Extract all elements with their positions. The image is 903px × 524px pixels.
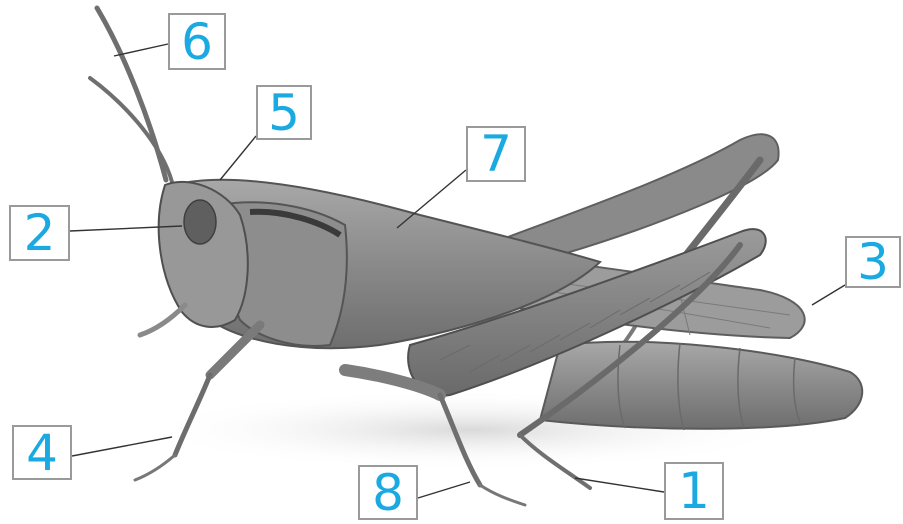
label-box-7: 7 (466, 126, 526, 182)
label-number-2: 2 (24, 208, 56, 258)
label-box-1: 1 (664, 462, 724, 520)
leader-line-3 (812, 285, 845, 305)
label-box-2: 2 (9, 205, 70, 261)
label-number-5: 5 (268, 88, 300, 138)
antennae (90, 8, 172, 182)
label-box-8: 8 (358, 465, 418, 520)
label-box-3: 3 (845, 236, 901, 288)
front-leg-far (140, 305, 185, 335)
label-number-1: 1 (678, 466, 710, 516)
label-number-8: 8 (372, 468, 404, 518)
compound-eye (184, 200, 216, 244)
leader-line-8 (418, 482, 470, 498)
label-box-6: 6 (168, 13, 226, 70)
label-number-4: 4 (26, 428, 58, 478)
leader-line-6 (114, 44, 168, 56)
label-box-4: 4 (12, 425, 72, 480)
label-number-6: 6 (181, 17, 213, 67)
label-number-3: 3 (857, 237, 889, 287)
label-box-5: 5 (256, 85, 312, 140)
leader-line-4 (72, 437, 172, 456)
leader-line-5 (220, 136, 256, 180)
label-number-7: 7 (480, 129, 512, 179)
